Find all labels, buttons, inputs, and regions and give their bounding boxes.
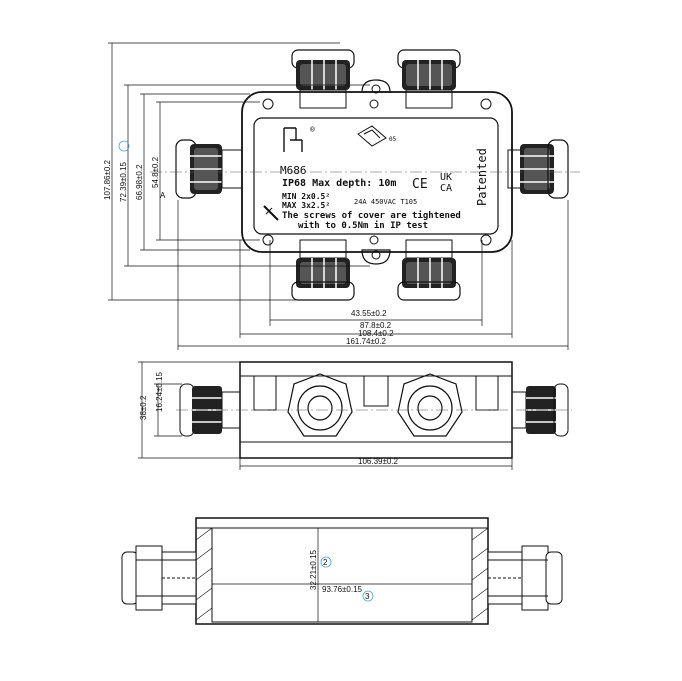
balloon-3: 3: [362, 590, 374, 602]
side-dimensions: [138, 361, 513, 470]
dim-32-21: 32.21±0.15: [309, 549, 318, 590]
electrical-rating: 24A 450VAC T105: [354, 198, 417, 206]
gland-left: [175, 139, 243, 199]
screwdriver-icon: [263, 205, 279, 221]
balloon-2: 2: [320, 556, 332, 568]
gland-right: [507, 139, 569, 199]
dim-108-4: 108.4±0.2: [358, 329, 394, 338]
wire-max-line: MAX 3x2.5²: [282, 201, 330, 210]
top-view: ® 05 M686 IP68 Max depth: 10m CE UK CA M…: [103, 42, 580, 350]
dim-54-8: 54.8±0.2: [151, 156, 160, 188]
mounting-ear-bottom: [361, 249, 391, 265]
gland-top-left: [291, 49, 355, 109]
section-body-outer: [195, 517, 489, 625]
gland-bottom-right: [397, 239, 461, 301]
ukca-mark-uk: UK: [440, 172, 452, 183]
section-gland-right: [487, 545, 563, 611]
svg-text:3: 3: [365, 592, 370, 601]
ce-mark: CE: [412, 177, 428, 192]
dim-87-8: 87.8±0.2: [360, 321, 392, 330]
section-marker: A: [160, 191, 166, 200]
dim-93-76: 93.76±0.15: [322, 585, 363, 594]
corner-screws: [262, 98, 492, 246]
side-view: 38±0.2 16.24±0.15 106.39±0.2: [138, 361, 572, 470]
enclosure-label-panel: [253, 117, 499, 235]
ip-rating-line: IP68 Max depth: 10m: [282, 178, 396, 189]
side-gland-front-left: [287, 373, 353, 437]
certification-code: 05: [389, 136, 397, 143]
mounting-ear-top: [361, 79, 391, 94]
dim-106-39: 106.39±0.2: [358, 457, 399, 466]
screws-note-line2: with to 0.5Nm in IP test: [298, 220, 428, 231]
wire-min-line: MIN 2x0.5²: [282, 192, 330, 201]
gland-top-right: [397, 49, 461, 109]
dim-38: 38±0.2: [139, 395, 148, 420]
balloon-1: [118, 140, 130, 152]
horizontal-dimensions: [177, 200, 569, 350]
side-gland-front-right: [397, 373, 463, 437]
screws-note-line1: The screws of cover are tightened: [282, 210, 461, 221]
model-number: M686: [280, 164, 307, 177]
dim-16-24: 16.24±0.15: [155, 371, 164, 412]
ukca-mark-ca: CA: [440, 183, 452, 194]
patented-text: Patented: [475, 148, 489, 206]
dim-107-86: 107.86±0.2: [103, 159, 112, 200]
registered-mark: ®: [310, 125, 315, 134]
dim-72-39: 72.39±0.15: [119, 161, 128, 202]
dim-66-98: 66.98±0.2: [135, 164, 144, 200]
certification-mark-icon: [357, 125, 387, 147]
section-dimensions: [212, 528, 472, 622]
dim-161-74: 161.74±0.2: [346, 337, 387, 346]
section-view: 32.21±0.15 93.76±0.15 2 3: [121, 517, 563, 625]
section-body-inner: [211, 527, 473, 623]
wall-hatching: [195, 527, 489, 621]
gland-bottom-left: [291, 239, 355, 301]
dim-43-55: 43.55±0.2: [351, 309, 387, 318]
section-gland-left: [121, 545, 197, 611]
svg-text:2: 2: [323, 558, 328, 567]
brand-logo-icon: [283, 127, 303, 152]
vertical-dimensions: [108, 42, 370, 301]
